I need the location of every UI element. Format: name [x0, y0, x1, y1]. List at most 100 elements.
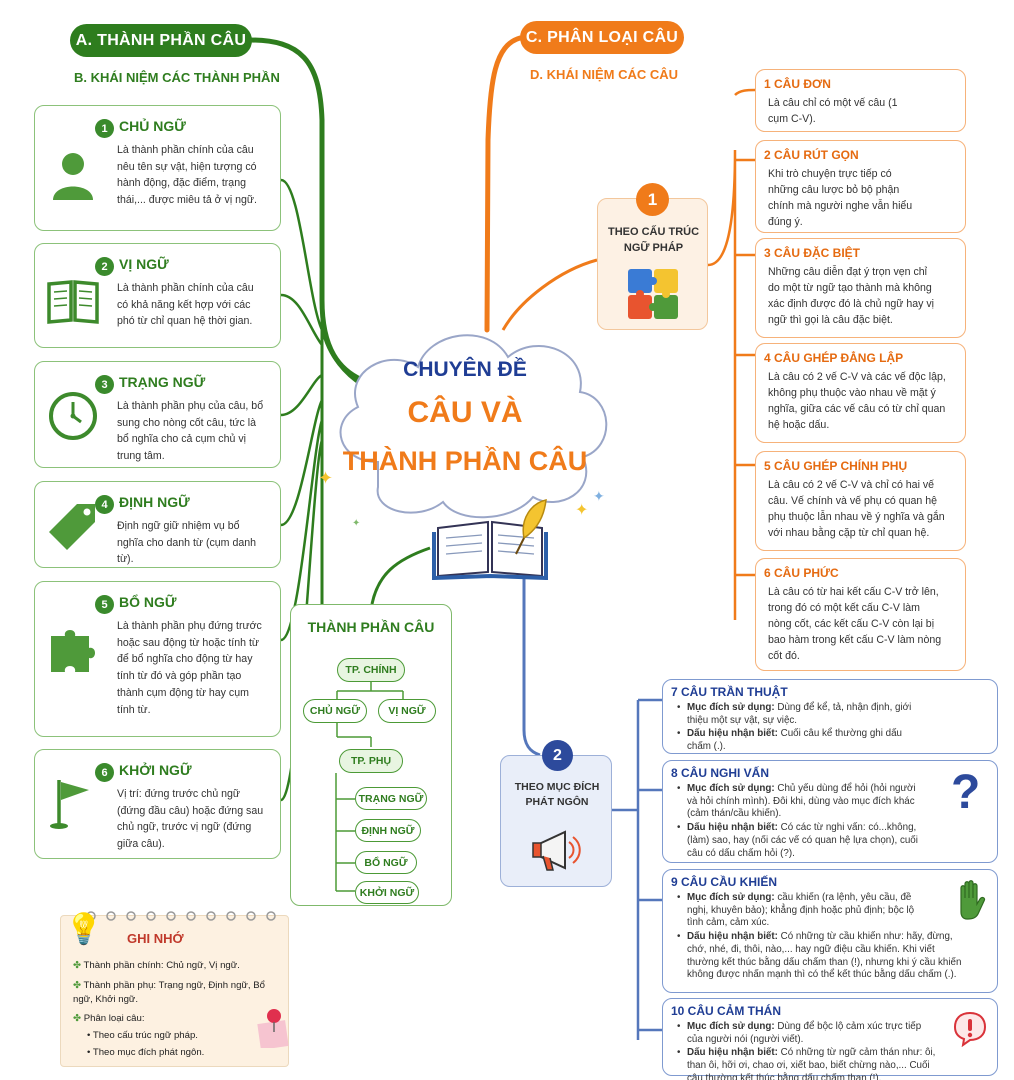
component-number: 4 — [95, 495, 114, 514]
component-text: Là thành phần phụ của câu, bổ sung cho n… — [117, 400, 264, 463]
type-text: Khi trò chuyện trực tiếp có những câu lư… — [768, 168, 913, 228]
type-title: 4 CÂU GHÉP ĐẲNG LẬP — [764, 351, 904, 365]
pushpin-icon — [257, 1009, 289, 1048]
megaphone-icon — [532, 830, 581, 871]
component-title: BỔ NGỮ — [119, 594, 177, 610]
book-icon — [47, 280, 99, 324]
type-bullet: Dấu hiệu nhận biết: Có các từ nghi vấn: … — [677, 822, 927, 860]
note-line: ✤ Thành phần phụ: Trạng ngữ, Định ngữ, B… — [73, 980, 265, 1006]
tree-lines — [335, 682, 404, 892]
component-text: Định ngữ giữ nhiệm vụ bổ nghĩa cho danh … — [117, 520, 257, 566]
tree-node-sub: TP. PHỤ — [339, 749, 403, 773]
component-text: Vị trí: đứng trước chủ ngữ (đứng đầu câu… — [117, 788, 264, 851]
type-bullet: Mục đích sử dụng: Dùng để bộc lộ cảm xúc… — [677, 1021, 937, 1046]
sparkle-icon: ✦ — [593, 488, 605, 504]
type-title: 3 CÂU ĐẶC BIỆT — [764, 246, 861, 260]
tree-title: THÀNH PHẦN CÂU — [307, 619, 435, 635]
note-line: ✤ Phân loại câu: — [73, 1013, 145, 1024]
hub-number: 2 — [542, 740, 573, 771]
clover-icon: ✤ — [73, 960, 84, 971]
note-line: ✤ Thành phần chính: Chủ ngữ, Vị ngữ. — [73, 960, 240, 971]
sentence-type-cau-ghep-chinh-phu: 5 CÂU GHÉP CHÍNH PHỤ Là câu có 2 vế C-V … — [755, 451, 966, 551]
component-number: 6 — [95, 763, 114, 782]
clover-icon: ✤ — [73, 980, 84, 991]
center-title-line3: THÀNH PHẦN CÂU — [342, 446, 588, 476]
type-text: Là câu chỉ có một vế câu (1 cụm C-V). — [768, 97, 898, 125]
puzzle-icon — [51, 630, 95, 672]
center-title-line1: CHUYÊN ĐỀ — [403, 358, 527, 381]
question-icon: ? — [951, 766, 981, 819]
sparkle-icon: ✦ — [352, 518, 361, 529]
sentence-type-cau-cau-khien: 9 CÂU CẦU KHIẾN Mục đích sử dụng: cầu kh… — [662, 869, 998, 993]
clock-icon — [49, 392, 97, 440]
section-c-title: C. PHÂN LOẠI CÂU — [520, 21, 684, 54]
component-title: CHỦ NGỮ — [119, 118, 186, 134]
component-text: Là thành phần chính của câu có khả năng … — [117, 282, 254, 328]
section-d-subtitle: D. KHÁI NIỆM CÁC CÂU — [530, 67, 679, 82]
hub-purpose: 2 THEO MỤC ĐÍCH PHÁT NGÔN — [500, 740, 612, 887]
sparkle-icon: ✦ — [318, 468, 334, 488]
tree-node-main-child: CHỦ NGỮ — [303, 699, 367, 723]
component-number: 2 — [95, 257, 114, 276]
type-bullet: Dấu hiệu nhận biết: Có những từ ngữ cảm … — [677, 1047, 939, 1080]
tree-node-sub-child: ĐỊNH NGỮ — [355, 819, 421, 842]
component-title: KHỞI NGỮ — [119, 762, 192, 778]
type-title: 7 CÂU TRẦN THUẬT — [671, 685, 788, 699]
component-text: Là thành phần chính của câu nêu tên sự v… — [117, 144, 257, 207]
type-title: 2 CÂU RÚT GỌN — [764, 148, 859, 162]
component-text: Là thành phần phụ đứng trước hoặc sau độ… — [117, 620, 262, 716]
person-icon — [53, 153, 93, 200]
type-bullet: Mục đích sử dụng: cầu khiến (ra lệnh, yê… — [677, 892, 927, 930]
type-text: Là câu có 2 vế C-V và chỉ có hai vế câu.… — [768, 479, 945, 539]
type-text: Những câu diễn đạt ý trọn vẹn chỉ do một… — [768, 266, 935, 326]
hand-icon — [960, 880, 986, 920]
tree-node-main-child: VỊ NGỮ — [378, 699, 436, 723]
tree-node-sub-child: BỔ NGỮ — [355, 851, 417, 874]
exclamation-icon — [953, 1011, 987, 1047]
note-bullet: • Theo cấu trúc ngữ pháp. — [87, 1030, 198, 1041]
sentence-type-cau-don: 1 CÂU ĐƠN Là câu chỉ có một vế câu (1 cụ… — [755, 69, 966, 132]
sentence-type-cau-dac-biet: 3 CÂU ĐẶC BIỆT Những câu diễn đạt ý trọn… — [755, 238, 966, 338]
type-title: 5 CÂU GHÉP CHÍNH PHỤ — [764, 459, 908, 473]
type-title: 6 CÂU PHỨC — [764, 566, 839, 580]
note-card: 💡 GHI NHỚ ✤ Thành phần chính: Chủ ngữ, V… — [60, 911, 289, 1067]
tree-node-sub-child: KHỞI NGỮ — [355, 881, 419, 904]
sentence-type-cau-nghi-van: 8 CÂU NGHI VẤN Mục đích sử dụng: Chủ yếu… — [662, 760, 998, 863]
center-title-line2: CÂU VÀ — [407, 396, 523, 429]
component-card-khoi-ngu: 6 KHỞI NGỮ Vị trí: đứng trước chủ ngữ (đ… — [34, 749, 281, 859]
hub-label: THEO CẤU TRÚC NGỮ PHÁP — [607, 226, 700, 254]
puzzle-colored-icon — [628, 269, 678, 319]
sentence-type-cau-cam-than: 10 CÂU CẢM THÁN Mục đích sử dụng: Dùng đ… — [662, 998, 998, 1080]
type-title: 1 CÂU ĐƠN — [764, 77, 831, 91]
hub-label: THEO MỤC ĐÍCH PHÁT NGÔN — [514, 781, 600, 809]
type-title: 9 CÂU CẦU KHIẾN — [671, 875, 778, 889]
spiral-binding — [86, 911, 276, 921]
component-card-bo-ngu: 5 BỔ NGỮ Là thành phần phụ đứng trước ho… — [34, 581, 281, 737]
type-bullet: Mục đích sử dụng: Chủ yếu dùng để hỏi (h… — [677, 783, 927, 821]
type-bullet: Dấu hiệu nhận biết: Cuối câu kể thường g… — [677, 728, 927, 753]
sentence-type-cau-rut-gon: 2 CÂU RÚT GỌN Khi trò chuyện trực tiếp c… — [755, 140, 966, 233]
component-title: ĐỊNH NGỮ — [119, 494, 190, 510]
type-text: Là câu có từ hai kết cấu C-V trở lên, tr… — [768, 586, 942, 662]
type-title: 10 CÂU CẢM THÁN — [671, 1004, 782, 1018]
type-title: 8 CÂU NGHI VẤN — [671, 766, 770, 780]
center-cloud — [339, 334, 608, 519]
component-title: TRẠNG NGỮ — [119, 374, 206, 390]
section-a-title: A. THÀNH PHẦN CÂU — [70, 24, 252, 57]
component-number: 1 — [95, 119, 114, 138]
hub-number: 1 — [636, 183, 669, 216]
tree-node-main: TP. CHÍNH — [337, 658, 405, 682]
tree-node-sub-child: TRẠNG NGỮ — [355, 787, 427, 810]
type-bullet: Dấu hiệu nhận biết: Có những từ cầu khiế… — [677, 931, 967, 982]
type-bullet: Mục đích sử dụng: Dùng để kể, tả, nhận đ… — [677, 702, 927, 727]
sentence-type-cau-tran-thuat: 7 CÂU TRẦN THUẬT Mục đích sử dụng: Dùng … — [662, 679, 998, 754]
type-text: Là câu có 2 vế C-V và các vế độc lập, kh… — [768, 371, 946, 431]
sentence-type-cau-phuc: 6 CÂU PHỨC Là câu có từ hai kết cấu C-V … — [755, 558, 966, 671]
tree-box: THÀNH PHẦN CÂU TP. CHÍNH CHỦ NGỮ VỊ NGỮ … — [290, 604, 452, 906]
component-card-chu-ngu: 1 CHỦ NGỮ Là thành phần chính của câu nê… — [34, 105, 281, 231]
component-title: VỊ NGỮ — [119, 256, 169, 272]
component-number: 5 — [95, 595, 114, 614]
sparkle-icon: ✦ — [575, 502, 589, 519]
hub-structure: 1 THEO CẤU TRÚC NGỮ PHÁP — [597, 183, 708, 330]
